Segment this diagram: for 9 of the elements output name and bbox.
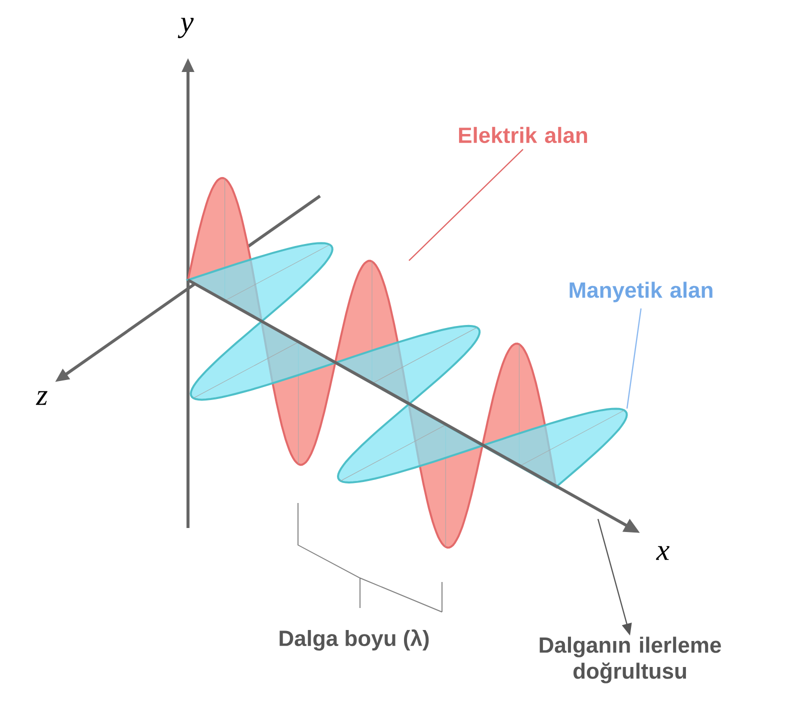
label-text: Manyetik alan	[570, 282, 712, 302]
leader-line	[408, 148, 524, 262]
label-text: Elektrik alan	[459, 126, 588, 144]
axis-label: x	[656, 546, 670, 560]
dimension-label: Dalga boyu (λ)	[280, 629, 429, 651]
label-text: Dalganın ilerleme doğrultusu	[540, 636, 721, 684]
axis-label: z	[36, 391, 48, 405]
leader-line	[626, 308, 642, 409]
axis-label: y	[178, 18, 194, 38]
